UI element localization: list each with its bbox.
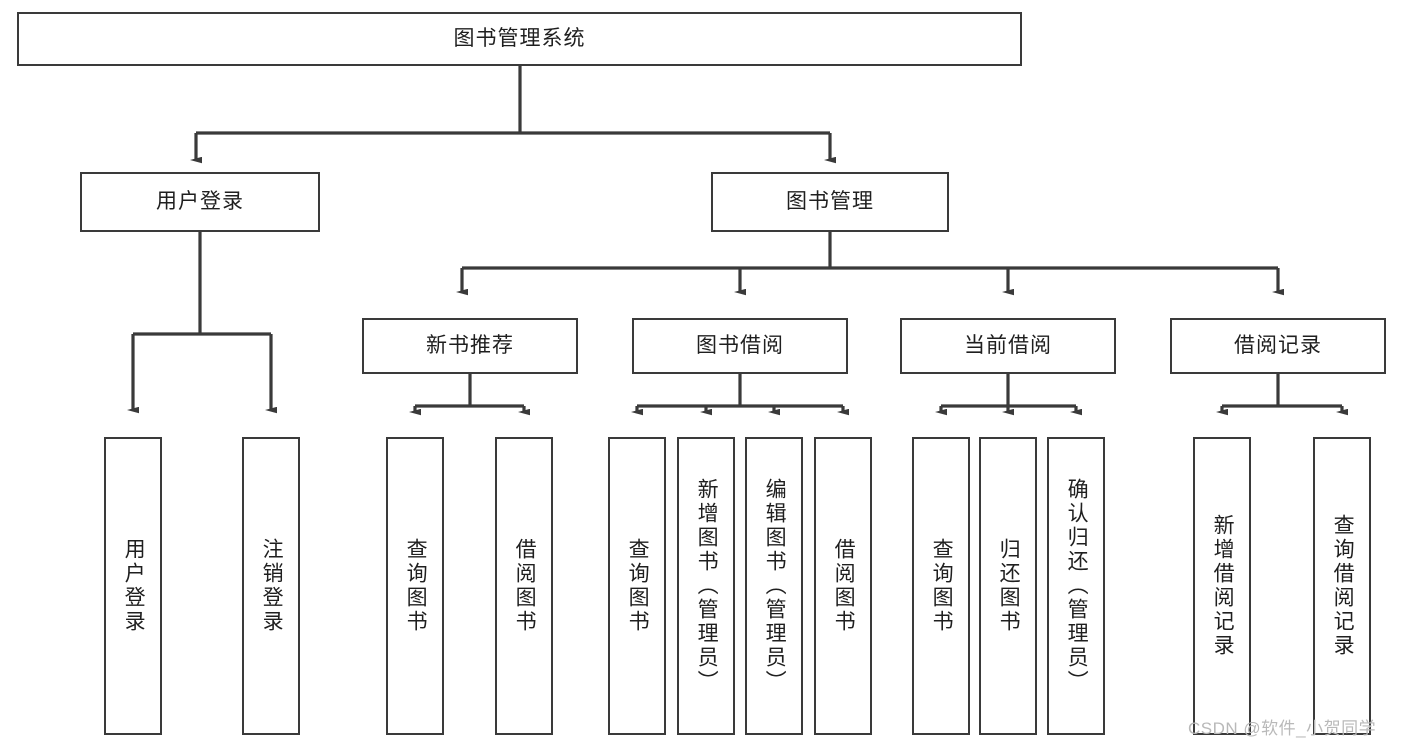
node-leaf-edit-book[interactable]: 编辑图书（管理员） [745,437,803,735]
node-borrow-record-label: 借阅记录 [1234,334,1322,358]
node-book-borrow-label: 图书借阅 [696,334,784,358]
node-leaf-query-book-2[interactable]: 查询图书 [608,437,666,735]
connector-root-to-level2 [190,66,836,164]
node-new-book-recommend-label: 新书推荐 [426,334,514,358]
node-leaf-user-logout[interactable]: 注销登录 [242,437,300,735]
node-leaf-return-book[interactable]: 归还图书 [979,437,1037,735]
node-leaf-add-book[interactable]: 新增图书（管理员） [677,437,735,735]
node-leaf-query-book-2-label: 查询图书 [626,538,650,634]
node-leaf-borrow-book-2[interactable]: 借阅图书 [814,437,872,735]
node-leaf-user-login[interactable]: 用户登录 [104,437,162,735]
node-leaf-borrow-book-1-label: 借阅图书 [513,538,537,634]
connector-userlogin-to-leaves [127,232,277,414]
node-leaf-borrow-book-1[interactable]: 借阅图书 [495,437,553,735]
connector-bookmgmt-to-level3 [456,232,1284,296]
node-leaf-add-book-label: 新增图书（管理员） [695,478,719,694]
watermark-text: CSDN @软件_小贺同学 [1188,719,1377,738]
node-leaf-query-record[interactable]: 查询借阅记录 [1313,437,1371,735]
node-leaf-query-book-3[interactable]: 查询图书 [912,437,970,735]
node-user-login[interactable]: 用户登录 [80,172,320,232]
node-current-borrow-label: 当前借阅 [964,334,1052,358]
node-leaf-query-book-3-label: 查询图书 [930,538,954,634]
node-book-borrow[interactable]: 图书借阅 [632,318,848,374]
node-leaf-query-book-1-label: 查询图书 [404,538,428,634]
connector-bookborrow-to-leaves [631,374,849,416]
node-leaf-user-login-label: 用户登录 [122,538,146,634]
node-root-label: 图书管理系统 [453,27,586,51]
node-leaf-query-record-label: 查询借阅记录 [1331,514,1355,658]
node-book-management[interactable]: 图书管理 [711,172,949,232]
node-leaf-add-record[interactable]: 新增借阅记录 [1193,437,1251,735]
node-leaf-return-book-label: 归还图书 [997,538,1021,634]
node-leaf-confirm-return-label: 确认归还（管理员） [1065,478,1089,694]
node-leaf-edit-book-label: 编辑图书（管理员） [763,478,787,694]
node-current-borrow[interactable]: 当前借阅 [900,318,1116,374]
node-user-login-label: 用户登录 [156,190,244,214]
node-leaf-query-book-1[interactable]: 查询图书 [386,437,444,735]
node-root[interactable]: 图书管理系统 [17,12,1022,66]
node-borrow-record[interactable]: 借阅记录 [1170,318,1386,374]
connector-currentborrow-to-leaves [935,374,1082,416]
node-book-management-label: 图书管理 [786,190,874,214]
node-leaf-borrow-book-2-label: 借阅图书 [832,538,856,634]
node-new-book-recommend[interactable]: 新书推荐 [362,318,578,374]
node-leaf-user-logout-label: 注销登录 [260,538,284,634]
connector-borrowrecord-to-leaves [1216,374,1348,416]
connector-newbook-to-leaves [409,374,530,416]
node-leaf-add-record-label: 新增借阅记录 [1211,514,1235,658]
node-leaf-confirm-return[interactable]: 确认归还（管理员） [1047,437,1105,735]
